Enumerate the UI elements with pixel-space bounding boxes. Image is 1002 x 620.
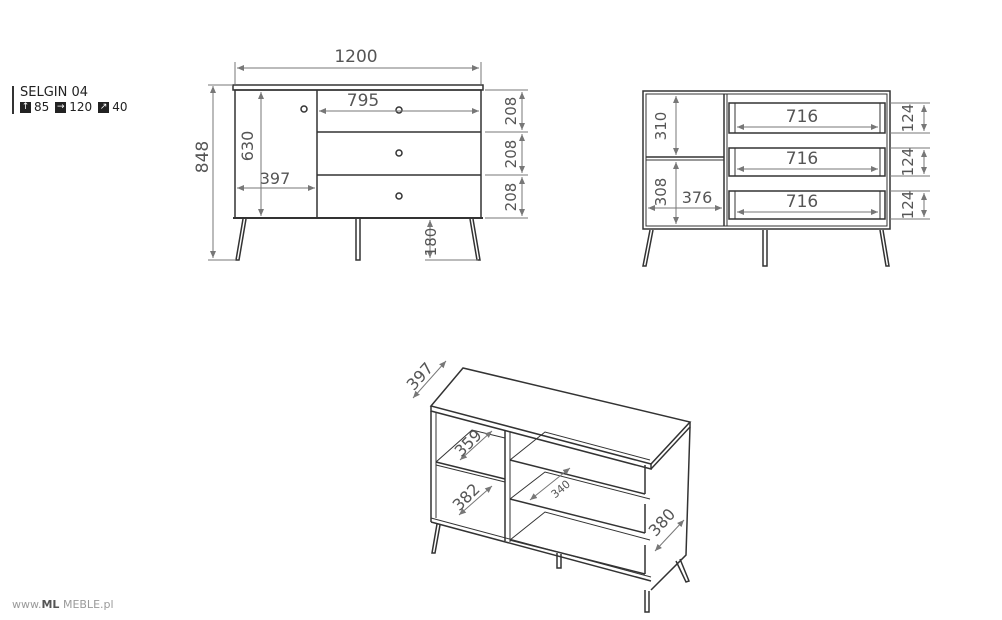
watermark-suffix: MEBLE.pl	[59, 598, 114, 611]
iso-right-side	[650, 426, 691, 591]
door-knob	[300, 105, 308, 113]
dim-inner-width-3: 716	[786, 192, 818, 212]
dim-drawer-height-3: 208	[502, 183, 520, 212]
interior-leg-center	[762, 230, 768, 267]
dim-total-width: 1200	[334, 47, 377, 67]
watermark-prefix: www.	[12, 598, 42, 611]
dim-iso-depth: 397	[403, 359, 438, 394]
dim-shelf-width: 376	[682, 188, 713, 207]
product-label: SELGIN 04 ↑85 →120 ↗40	[12, 86, 131, 114]
dim-inner-height-3: 124	[899, 191, 917, 220]
leg-left	[235, 218, 247, 261]
arrow-up-icon: ↑	[20, 101, 31, 113]
arrow-right-icon: →	[55, 101, 67, 113]
iso-leg-right	[675, 558, 690, 583]
drawer-knob-3	[395, 192, 403, 200]
dim-inner-height-2: 124	[899, 148, 917, 177]
iso-drawer-1	[509, 459, 646, 495]
dim-door-width: 397	[260, 169, 291, 188]
front-view	[232, 84, 484, 261]
arrow-diagonal-icon: ↗	[98, 101, 110, 113]
iso-drawer-2	[509, 498, 646, 534]
dim-inner-width-2: 716	[786, 149, 818, 169]
height-value: 85	[34, 100, 50, 114]
drawer-knob-2	[395, 149, 403, 157]
depth-value: 40	[112, 100, 128, 114]
interior-dimensions	[648, 96, 930, 224]
dim-iso-shelf-upper: 359	[451, 426, 486, 461]
watermark: www.ML MEBLE.pl	[12, 598, 114, 611]
dim-drawer-height-1: 208	[502, 97, 520, 126]
width-value: 120	[69, 100, 93, 114]
interior-leg-right	[879, 229, 890, 267]
interior-leg-left	[642, 229, 654, 267]
product-name: SELGIN 04	[20, 85, 89, 100]
inner-drawer-3	[728, 190, 886, 220]
dim-iso-drawer-depth: 340	[549, 478, 573, 501]
front-dimensions	[208, 62, 528, 261]
inner-drawer-1	[728, 102, 886, 134]
drawer-knob-1	[395, 106, 403, 114]
inner-drawer-2	[728, 147, 886, 177]
interior-body	[642, 90, 891, 230]
interior-view	[642, 90, 891, 267]
leg-right	[469, 218, 481, 261]
dim-inner-width-1: 716	[786, 107, 818, 127]
iso-dimensions	[412, 360, 685, 552]
watermark-brand: ML	[41, 598, 60, 611]
dim-leg-height: 180	[422, 228, 440, 257]
iso-leg-left	[431, 523, 441, 554]
dim-drawer-height-2: 208	[502, 140, 520, 169]
dim-drawer-width: 795	[347, 91, 379, 111]
dim-door-height: 630	[238, 131, 257, 162]
leg-center	[355, 219, 361, 261]
dim-shelf-upper: 310	[652, 112, 670, 141]
iso-view	[429, 367, 692, 613]
dim-total-height: 848	[193, 141, 213, 173]
dim-iso-shelf-lower: 382	[449, 480, 484, 515]
iso-drawer-3	[509, 539, 646, 575]
iso-shelf-left	[435, 461, 506, 480]
dim-shelf-lower: 308	[652, 178, 670, 207]
dim-inner-height-1: 124	[899, 104, 917, 133]
iso-leg-front	[644, 590, 650, 613]
dim-iso-side-depth: 380	[645, 505, 680, 540]
product-dimensions: ↑85 →120 ↗40	[20, 100, 131, 114]
iso-leg-center	[556, 553, 562, 569]
